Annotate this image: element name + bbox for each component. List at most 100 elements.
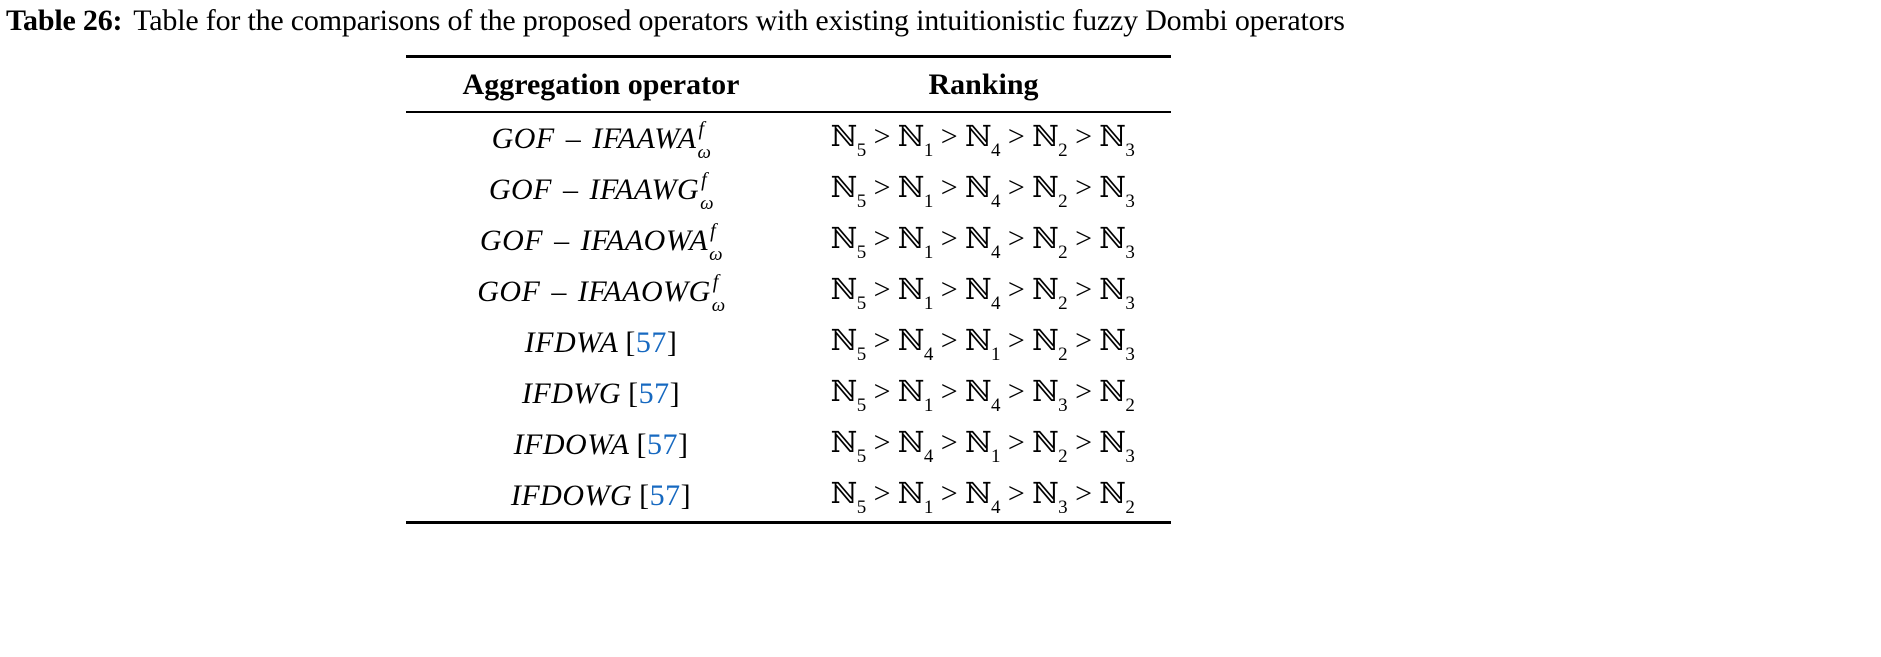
blackboard-n-symbol: ℕ [965, 118, 992, 153]
ranking-term: ℕ4 [965, 221, 1002, 263]
column-header-ranking: Ranking [796, 55, 1171, 112]
ranking-term: ℕ4 [965, 272, 1002, 314]
greater-than-symbol: > [1007, 272, 1026, 306]
ranking-term-index: 1 [923, 241, 934, 263]
operator-subscript: ω [697, 141, 712, 163]
greater-than-symbol: > [1075, 272, 1093, 306]
ranking-term: ℕ3 [1099, 220, 1136, 263]
ranking-term-index: 1 [991, 343, 1001, 365]
citation-link[interactable]: [57] [628, 377, 680, 410]
ranking-expression: ℕ5>ℕ1>ℕ4>ℕ3>ℕ2 [830, 373, 1136, 416]
citation-link[interactable]: [57] [625, 326, 677, 359]
ranking-term-index: 3 [1058, 394, 1069, 416]
citation-link[interactable]: [57] [636, 428, 688, 461]
operator-name: IFDWA [524, 325, 619, 359]
table-row: IFDWA[57]ℕ5>ℕ4>ℕ1>ℕ2>ℕ3 [406, 317, 1171, 368]
ranking-term-index: 2 [1058, 241, 1069, 263]
blackboard-n-symbol: ℕ [1099, 373, 1127, 408]
greater-than-symbol: > [1007, 425, 1026, 459]
ranking-term: ℕ2 [1032, 272, 1069, 314]
blackboard-n-symbol: ℕ [965, 322, 992, 357]
cell-operator: IFDOWA[57] [406, 419, 796, 470]
ranking-term-index: 2 [1058, 292, 1069, 314]
operator-superscript: f [710, 219, 717, 242]
operator-name: IFAAWA [592, 121, 697, 155]
citation-bracket-close: ] [680, 478, 692, 512]
blackboard-n-symbol: ℕ [1099, 271, 1127, 306]
blackboard-n-symbol: ℕ [897, 169, 925, 204]
ranking-term: ℕ3 [1099, 118, 1136, 161]
operator-prefix: GOF [488, 172, 552, 206]
ranking-expression: ℕ5>ℕ4>ℕ1>ℕ2>ℕ3 [831, 322, 1136, 365]
blackboard-n-symbol: ℕ [965, 475, 992, 510]
ranking-term-index: 5 [856, 292, 867, 314]
greater-than-symbol: > [1007, 170, 1026, 204]
greater-than-symbol: > [940, 476, 959, 510]
ranking-term: ℕ2 [1032, 170, 1069, 212]
blackboard-n-symbol: ℕ [965, 424, 992, 459]
ranking-term-index: 2 [1125, 394, 1136, 416]
greater-than-symbol: > [873, 119, 891, 153]
ranking-term-index: 5 [856, 139, 867, 161]
blackboard-n-symbol: ℕ [1099, 118, 1127, 153]
cell-operator: IFDOWG[57] [406, 470, 796, 524]
caption-label: Table 26: [6, 4, 123, 37]
operator-name: IFDOWG [510, 478, 633, 512]
ranking-term-index: 5 [856, 343, 867, 365]
ranking-term-index: 3 [1125, 139, 1136, 161]
ranking-term-index: 3 [1125, 445, 1136, 467]
caption-text: Table for the comparisons of the propose… [133, 4, 1345, 37]
greater-than-symbol: > [1007, 323, 1026, 357]
operator-subscript: ω [711, 294, 726, 316]
table-header: Aggregation operator Ranking [406, 55, 1171, 112]
ranking-term-index: 3 [1125, 241, 1136, 263]
operator-name: IFAAWG [589, 172, 700, 206]
ranking-term-index: 4 [991, 394, 1001, 416]
ranking-term: ℕ1 [897, 169, 935, 212]
ranking-expression: ℕ5>ℕ4>ℕ1>ℕ2>ℕ3 [831, 424, 1136, 467]
ranking-term-index: 2 [1058, 139, 1069, 161]
citation-number[interactable]: 57 [635, 325, 667, 359]
greater-than-symbol: > [1007, 221, 1026, 255]
ranking-term: ℕ5 [831, 425, 868, 467]
ranking-term-index: 5 [856, 394, 867, 416]
greater-than-symbol: > [873, 170, 891, 204]
greater-than-symbol: > [940, 119, 959, 153]
blackboard-n-symbol: ℕ [1099, 424, 1127, 459]
ranking-term: ℕ1 [898, 476, 935, 518]
blackboard-n-symbol: ℕ [1099, 220, 1127, 255]
greater-than-symbol: > [940, 221, 959, 255]
greater-than-symbol: > [873, 425, 891, 459]
citation-number[interactable]: 57 [638, 376, 670, 410]
citation-link[interactable]: [57] [639, 479, 691, 512]
operator-name: IFDWG [521, 376, 622, 410]
greater-than-symbol: > [1075, 221, 1093, 255]
greater-than-symbol: > [1075, 323, 1093, 357]
citation-number[interactable]: 57 [646, 427, 678, 461]
cell-ranking: ℕ5>ℕ1>ℕ4>ℕ2>ℕ3 [796, 111, 1171, 164]
column-header-operator: Aggregation operator [406, 55, 796, 112]
cell-operator: IFDWG[57] [406, 368, 796, 419]
greater-than-symbol: > [1007, 374, 1026, 408]
cell-ranking: ℕ5>ℕ1>ℕ4>ℕ3>ℕ2 [796, 368, 1171, 419]
table-row: IFDOWA[57]ℕ5>ℕ4>ℕ1>ℕ2>ℕ3 [406, 419, 1171, 470]
citation-number[interactable]: 57 [649, 478, 681, 512]
ranking-term-index: 1 [923, 394, 934, 416]
ranking-term: ℕ3 [1032, 476, 1069, 518]
blackboard-n-symbol: ℕ [1099, 169, 1127, 204]
blackboard-n-symbol: ℕ [1099, 475, 1127, 510]
ranking-term: ℕ5 [830, 373, 868, 416]
ranking-term: ℕ1 [898, 272, 935, 314]
ranking-term: ℕ2 [1099, 475, 1136, 518]
ranking-term-index: 4 [991, 241, 1001, 263]
blackboard-n-symbol: ℕ [830, 373, 858, 408]
ranking-term-index: 1 [923, 139, 934, 161]
operator-separator: – [555, 172, 587, 206]
cell-ranking: ℕ5>ℕ1>ℕ4>ℕ2>ℕ3 [796, 266, 1171, 317]
operator-superscript: f [701, 168, 708, 191]
